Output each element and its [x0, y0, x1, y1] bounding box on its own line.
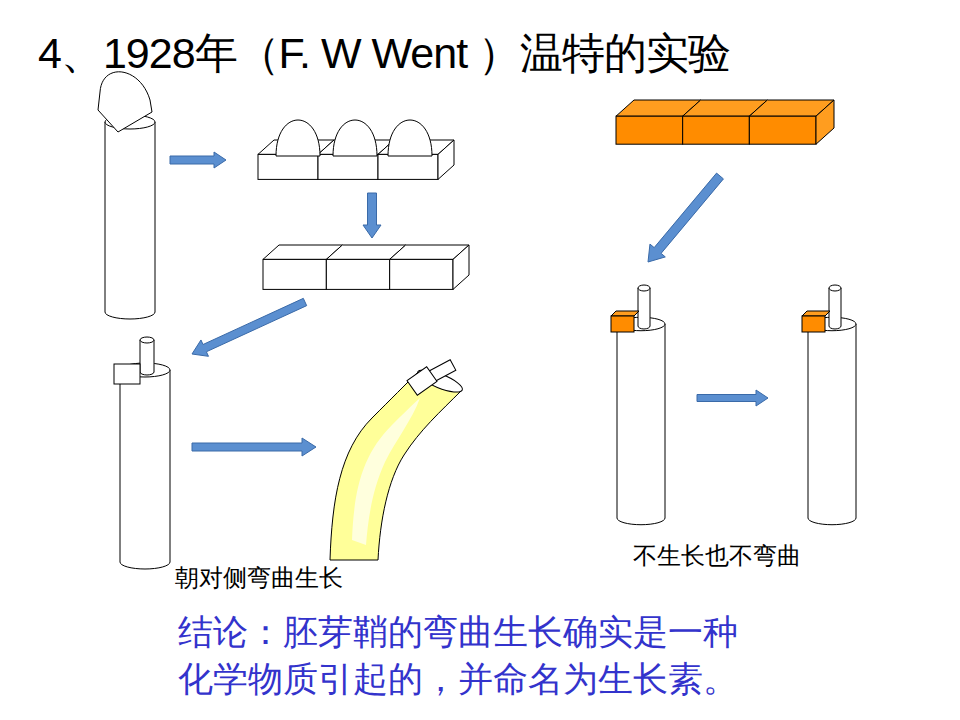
- agar-front: [326, 259, 389, 289]
- agar-side: [816, 100, 834, 144]
- cylinder-body: [140, 340, 154, 375]
- cylinder-top: [829, 285, 841, 291]
- highlight: [352, 398, 420, 545]
- result-label: 不生长也不弯曲: [633, 540, 801, 571]
- cut-tip: [98, 72, 152, 132]
- cylinder-body: [808, 324, 856, 525]
- intact-coleoptile: [105, 115, 155, 319]
- cylinder-body: [638, 288, 650, 329]
- agar-front: [749, 116, 816, 144]
- agar-front: [683, 116, 750, 144]
- result-label: 朝对侧弯曲生长: [175, 562, 343, 593]
- agar-side: [453, 245, 469, 289]
- coleoptile-tip: [276, 120, 320, 156]
- decapitated-coleoptile: [808, 317, 856, 524]
- decapitated-coleoptile: [120, 363, 170, 569]
- cylinder-top: [638, 285, 650, 291]
- title: 4、1928年（F. W Went ）温特的实验: [38, 26, 730, 82]
- agar-piece: [802, 316, 825, 332]
- conclusion-caption: 结论：胚芽鞘的弯曲生长确实是一种 化学物质引起的，并命名为生长素。: [178, 608, 768, 702]
- bent-coleoptile: [330, 372, 462, 560]
- agar-front: [318, 154, 378, 179]
- coleoptile-stump: [829, 285, 841, 329]
- coleoptile-stump: [140, 337, 154, 375]
- agar-piece: [611, 316, 634, 332]
- agar-piece: [114, 364, 140, 384]
- plain-agar: [616, 100, 834, 144]
- block-arrow: [192, 438, 316, 456]
- agar-top: [802, 311, 830, 316]
- agar-front: [258, 154, 318, 179]
- agar-front: [263, 259, 326, 289]
- cylinder-body: [829, 288, 841, 329]
- cylinder-body: [105, 122, 155, 319]
- cylinder-body: [617, 324, 665, 525]
- agar-side: [438, 140, 454, 179]
- coleoptile-tip: [333, 120, 377, 156]
- block-arrow: [192, 298, 307, 356]
- agar-front: [616, 116, 683, 144]
- coleoptile-tip: [388, 120, 432, 156]
- block-arrow: [170, 152, 226, 168]
- cylinder-top: [140, 337, 154, 343]
- treated-agar: [263, 245, 469, 289]
- agar-front: [378, 154, 438, 179]
- block-arrow: [648, 173, 723, 262]
- agar-piece: [407, 367, 437, 396]
- cylinder-body: [120, 370, 170, 569]
- agar-top: [611, 311, 639, 316]
- agar-front: [390, 259, 453, 289]
- decapitated-coleoptile: [617, 317, 665, 524]
- block-arrow: [697, 390, 768, 406]
- block-arrow: [363, 193, 381, 238]
- coleoptile-stump: [638, 285, 650, 329]
